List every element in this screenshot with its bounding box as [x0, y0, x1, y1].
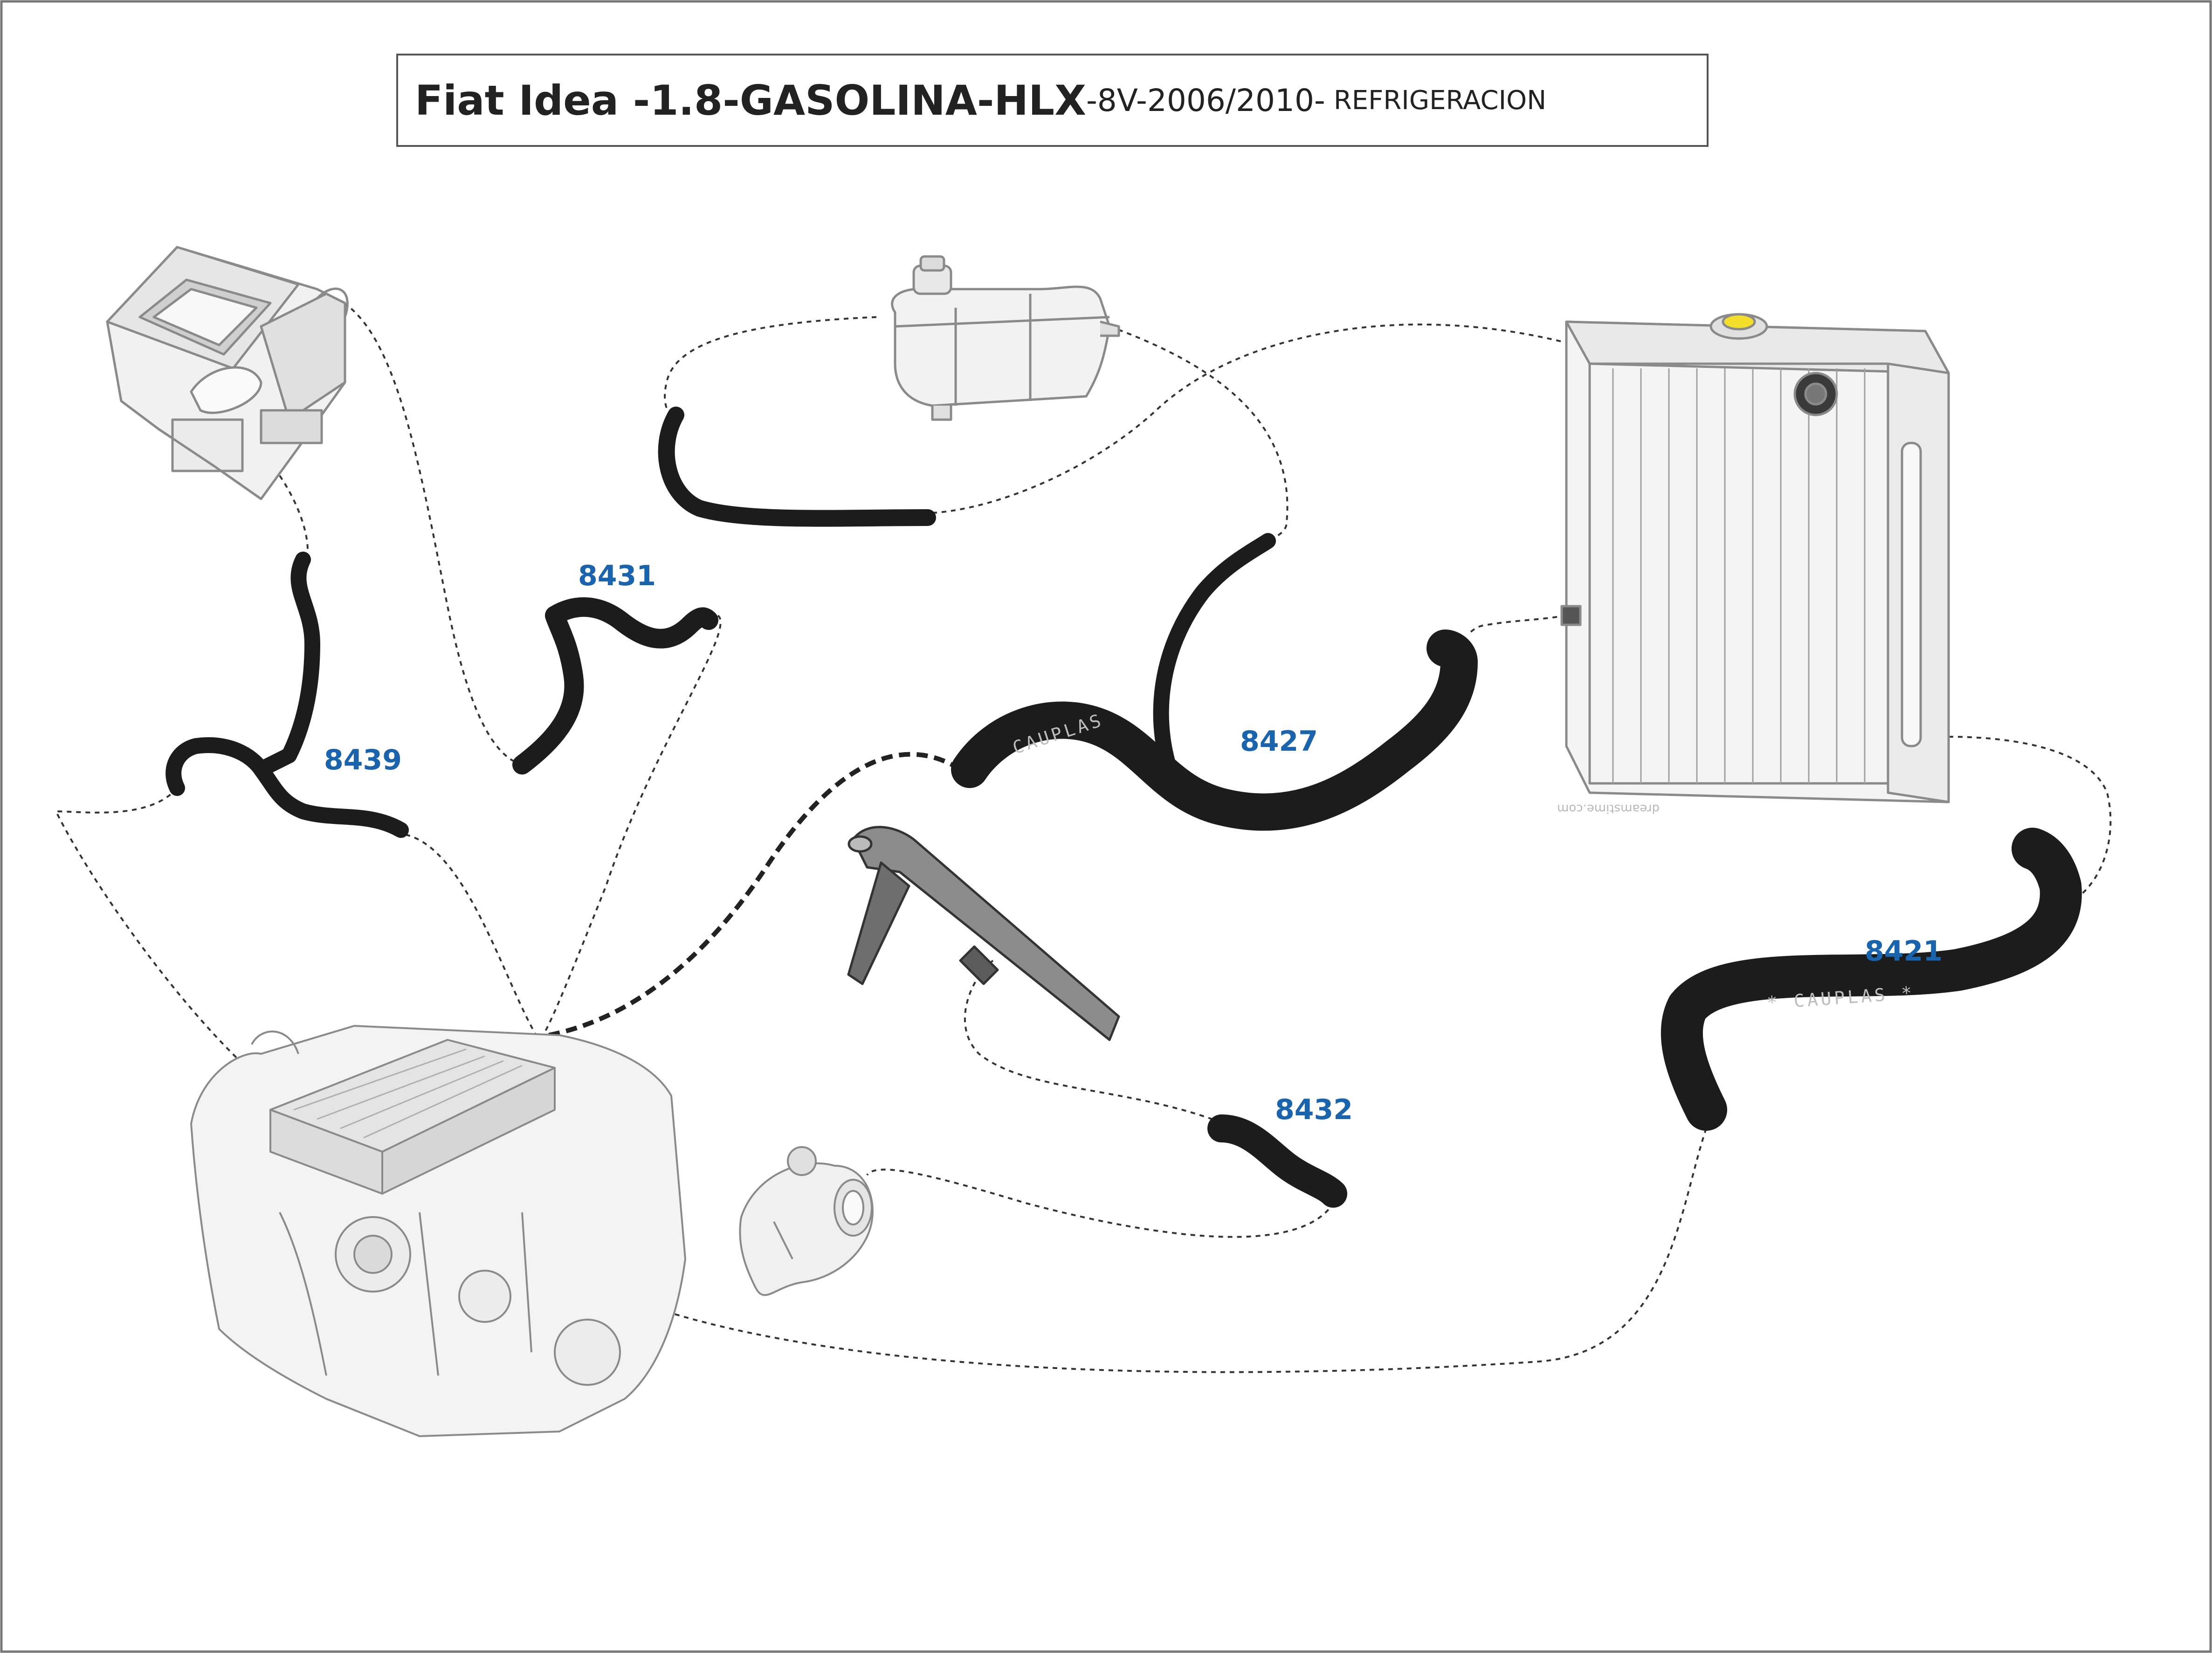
line-tank-hose-right [1109, 325, 1289, 542]
part-label-8427: 8427 [1240, 725, 1318, 758]
part-label-8439: 8439 [324, 744, 402, 776]
part-labels: 8431 8439 8427 8421 8432 [324, 560, 1943, 1126]
line-8432-waterpump [866, 1169, 1339, 1238]
line-8427-engine-bold [489, 752, 962, 1043]
part-label-8431: 8431 [578, 560, 656, 592]
part-label-8432: 8432 [1275, 1093, 1353, 1126]
connection-lines [54, 297, 2112, 1373]
engine [190, 1025, 686, 1437]
hose-8421 [1661, 828, 2082, 1131]
radiator-fins [1612, 368, 1866, 783]
water-pump [739, 1146, 874, 1296]
hose-8431 [512, 597, 718, 775]
hose-8439 [165, 552, 409, 838]
line-heater-8431 [335, 297, 523, 766]
watermark-text: dreamstime.com [1557, 802, 1660, 816]
hose-tank-upper [658, 407, 936, 527]
line-radiator-8421 [1948, 736, 2112, 901]
hose-8432 [1207, 1114, 1347, 1208]
line-tank-hose-left [664, 316, 877, 421]
heater-box [106, 246, 349, 500]
line-8439-right-engine [405, 834, 537, 1036]
title-section: REFRIGERACION [1333, 85, 1547, 116]
diagram-title: Fiat Idea -1.8-GASOLINA-HLX-8V-2006/2010… [396, 54, 1709, 147]
radiator [1560, 313, 1950, 803]
part-label-8421: 8421 [1865, 935, 1943, 968]
hoses [165, 407, 2082, 1208]
line-8431-engine [535, 615, 722, 1042]
line-8421-engine [662, 1128, 1707, 1373]
hose-8427 [951, 629, 1478, 831]
title-main: Fiat Idea -1.8-GASOLINA-HLX [415, 76, 1086, 124]
line-radiator-8427 [1468, 615, 1567, 635]
metal-coolant-pipe [847, 826, 1120, 1041]
line-pipe-8432 [964, 960, 1213, 1120]
line-8439-left-engine [54, 787, 248, 1069]
hose-8427-branch [1153, 533, 1276, 791]
line-heater-8439 [279, 475, 309, 551]
title-subtitle: -8V-2006/2010- [1086, 82, 1325, 118]
expansion-tank [891, 255, 1120, 421]
line-hose-tank-to-radiator [932, 323, 1576, 514]
engine-ribs [293, 1048, 523, 1139]
